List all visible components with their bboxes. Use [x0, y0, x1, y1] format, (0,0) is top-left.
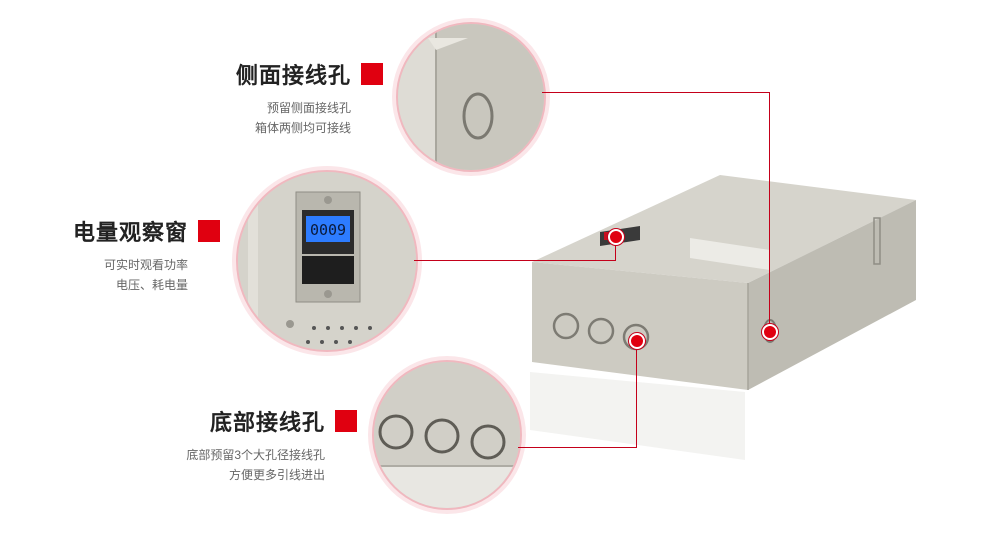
box-top — [532, 175, 916, 283]
zoom-meter-window: 0009 — [236, 170, 418, 352]
callout-dot-bottom — [629, 333, 645, 349]
feature-side-holes: 侧面接线孔 预留侧面接线孔 箱体两侧均可接线 — [236, 58, 383, 138]
vent-dots — [306, 326, 372, 344]
feature-title: 电量观察窗 — [72, 220, 188, 245]
cable-hole — [552, 312, 580, 340]
red-square-icon — [198, 220, 220, 242]
callout-line-side — [542, 92, 770, 93]
callout-dot-meter — [608, 229, 624, 245]
cable-hole — [587, 317, 615, 345]
callout-dot-side — [762, 324, 778, 340]
callout-line-bottom — [518, 447, 637, 448]
callout-line-meter — [615, 236, 616, 261]
red-square-icon — [361, 63, 383, 85]
product-label — [690, 238, 770, 270]
feature-title: 底部接线孔 — [209, 410, 325, 435]
feature-desc: 预留侧面接线孔 箱体两侧均可接线 — [254, 101, 351, 135]
feature-desc: 可实时观看功率 电压、耗电量 — [103, 258, 188, 292]
meter-closeup: 0009 — [238, 172, 416, 350]
callout-line-meter — [414, 260, 616, 261]
feature-desc: 底部预留3个大孔径接线孔 方便更多引线进出 — [186, 448, 325, 482]
zoom-side-hole — [396, 22, 546, 172]
zoom-bottom-holes — [372, 360, 522, 510]
feature-bottom-holes: 底部接线孔 底部预留3个大孔径接线孔 方便更多引线进出 — [186, 405, 357, 485]
callout-line-side — [769, 92, 770, 332]
side-panel-closeup — [398, 24, 544, 170]
red-square-icon — [335, 410, 357, 432]
feature-meter-window: 电量观察窗 可实时观看功率 电压、耗电量 — [73, 215, 220, 295]
feature-title: 侧面接线孔 — [235, 63, 351, 88]
callout-line-bottom — [636, 340, 637, 448]
lcd-reading: 0009 — [310, 221, 346, 239]
